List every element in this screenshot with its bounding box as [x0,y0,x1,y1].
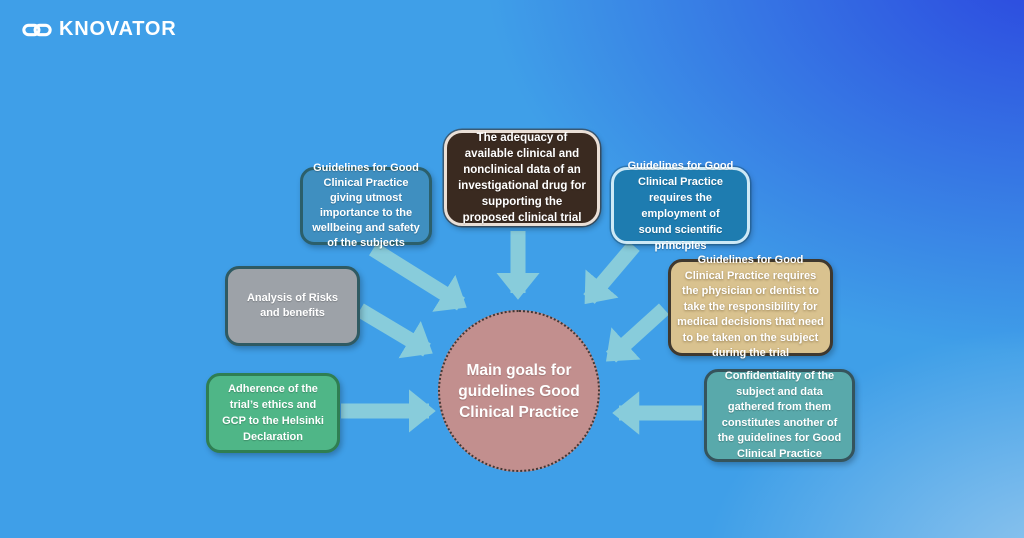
brand-logo: KNOVATOR [22,18,177,41]
arrow-wellbeing-to-center [369,242,467,312]
node-confidentiality: Confidentiality of the subject and data … [704,369,855,462]
node-wellbeing-safety-label: Guidelines for Good Clinical Practice gi… [312,162,420,249]
center-goal-circle: Main goals for guidelines Good Clinical … [438,310,600,472]
node-physician-responsibility: Guidelines for Good Clinical Practice re… [668,254,833,359]
node-scientific-principles-label: Guidelines for Good Clinical Practice re… [627,159,734,252]
center-goal-label: Main goals for guidelines Good Clinical … [458,361,580,421]
node-wellbeing-safety: Guidelines for Good Clinical Practice gi… [300,162,432,249]
node-helsinki-adherence: Adherence of the trial’s ethics and GCP … [206,373,340,453]
node-physician-responsibility-label: Guidelines for Good Clinical Practice re… [677,254,824,360]
arrow-scientific-to-center [583,241,640,305]
arrow-physician-to-center [605,303,670,363]
node-helsinki-adherence-label: Adherence of the trial’s ethics and GCP … [222,383,324,443]
node-confidentiality-label: Confidentiality of the subject and data … [717,370,842,460]
arrow-risk-to-center [356,303,433,359]
node-scientific-principles: Guidelines for Good Clinical Practice re… [611,160,750,252]
chain-infinity-icon [22,20,52,40]
node-risk-benefit-label: Analysis of Risks and benefits [246,292,339,319]
node-data-adequacy-label: The adequacy of available clinical and n… [458,132,586,224]
node-risk-benefit: Analysis of Risks and benefits [225,266,360,346]
node-data-adequacy: The adequacy of available clinical and n… [444,130,600,226]
brand-name: KNOVATOR [59,18,177,40]
